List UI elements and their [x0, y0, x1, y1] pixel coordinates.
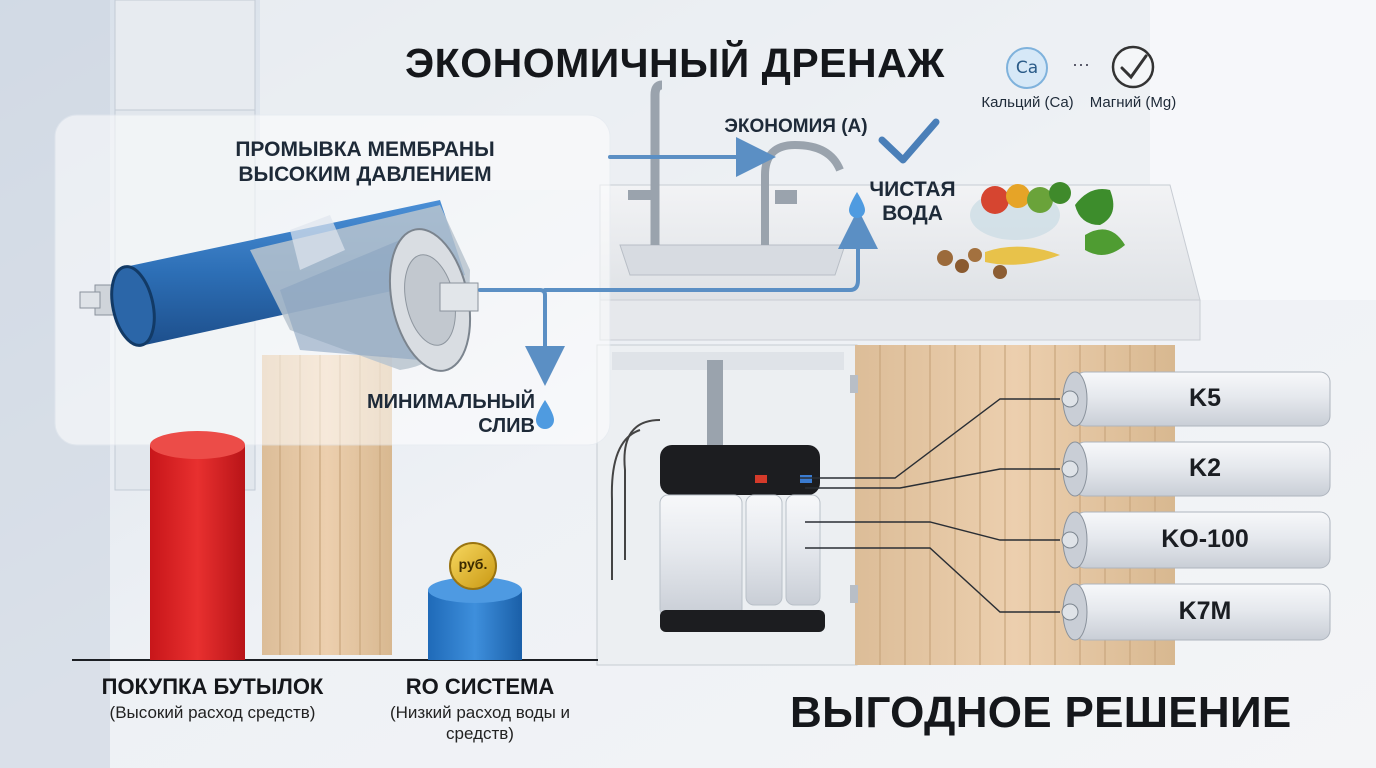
magnesium-label: Магний (Mg) [1089, 94, 1177, 111]
filter-cartridges [1061, 371, 1331, 641]
clean-water-label: ЧИСТАЯ ВОДА [869, 178, 956, 225]
check-icon [878, 118, 940, 164]
coin-icon [449, 542, 497, 590]
calcium-icon: Ca [1006, 47, 1048, 89]
bottles-label: ПОКУПКА БУТЫЛОК [101, 674, 324, 699]
min-drain-label: МИНИМАЛЬНЫЙ СЛИВ [366, 391, 535, 437]
filter-label-k2: K2 [1189, 454, 1221, 482]
filter-label-ko100: KO-100 [1161, 525, 1249, 553]
mineral-separator: ··· [1072, 54, 1090, 74]
flush-label: ПРОМЫВКА МЕМБРАНЫ ВЫСОКИМ ДАВЛЕНИЕМ [235, 138, 495, 186]
check-circle-icon [1111, 45, 1155, 89]
filter-label-k5: K5 [1189, 384, 1221, 412]
water-drop-icon [849, 192, 865, 218]
main-title: ЭКОНОМИЧНЫЙ ДРЕНАЖ [405, 40, 945, 86]
ro-system-unit [659, 445, 825, 632]
bottles-sublabel: (Высокий расход средств) [109, 703, 316, 722]
filter-label-k7m: K7M [1178, 597, 1232, 625]
coin-label: руб. [458, 556, 488, 572]
ro-membrane [79, 200, 479, 372]
ro-system-sublabel: (Низкий расход воды и средств) [389, 703, 571, 743]
water-drop-icon [536, 400, 554, 429]
bottom-title: ВЫГОДНОЕ РЕШЕНИЕ [790, 688, 1292, 737]
calcium-label: Кальций (Ca) [981, 94, 1074, 111]
economy-label: ЭКОНОМИЯ (А) [724, 116, 868, 137]
ro-system-label: RO СИСТЕМА [405, 674, 555, 699]
